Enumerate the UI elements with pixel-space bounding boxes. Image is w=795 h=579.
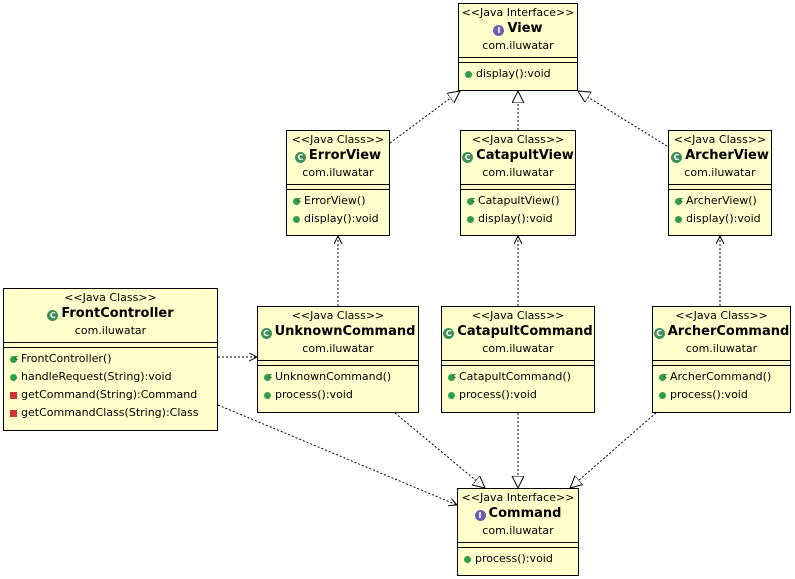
constructor-icon: c (675, 196, 683, 205)
class-icon: C (260, 328, 272, 339)
edge-unknowncommand-realizes-command (394, 412, 485, 488)
operation: CatapultView() (478, 194, 560, 207)
public-method-icon (293, 215, 300, 223)
stereotype: <<Java Class>> (291, 133, 385, 146)
class-name: ArcherView (685, 148, 769, 163)
edge-frontcontroller-uses-command (217, 404, 457, 505)
package-label: com.iluwatar (482, 524, 554, 537)
edge-archerview-realizes-view (578, 91, 668, 147)
operation: ArcherCommand() (670, 370, 772, 383)
operation: process():void (459, 388, 537, 401)
class-name: View (507, 21, 543, 36)
constructor-icon: c (10, 354, 18, 363)
operation: CatapultCommand() (459, 370, 571, 383)
constructor-icon: c (659, 372, 667, 381)
operation: display():void (304, 212, 379, 225)
package-label: com.iluwatar (302, 166, 374, 179)
public-method-icon (448, 391, 455, 399)
public-method-icon (10, 373, 17, 381)
constructor-icon: c (264, 372, 272, 381)
package-label: com.iluwatar (74, 324, 147, 337)
operation: getCommand(String):Command (21, 388, 198, 401)
package-label: com.iluwatar (482, 166, 554, 179)
operation: display():void (476, 67, 551, 80)
operation: UnknownCommand() (275, 370, 392, 383)
public-method-icon (465, 70, 472, 78)
class-name: FrontController (61, 306, 174, 321)
public-method-icon (675, 215, 682, 223)
class-icon: C (443, 328, 455, 339)
interface-icon: I (493, 25, 505, 36)
package-label: com.iluwatar (482, 342, 554, 355)
class-name: ErrorView (308, 148, 382, 163)
interface-icon: I (474, 510, 486, 521)
stereotype: <<Java Class>> (291, 309, 385, 322)
operation: ErrorView() (304, 194, 366, 207)
operation: handleRequest(String):void (21, 370, 172, 383)
operation: process():void (275, 388, 353, 401)
stereotype: <<Java Class>> (675, 309, 768, 322)
class-icon: C (294, 152, 306, 163)
class-name: UnknownCommand (274, 324, 416, 339)
public-method-icon (467, 215, 474, 223)
package-label: com.iluwatar (684, 166, 756, 179)
operation: getCommandClass(String):Class (21, 406, 199, 419)
package-label: com.iluwatar (482, 39, 554, 52)
stereotype: <<Java Interface>> (461, 491, 575, 504)
operation: display():void (686, 212, 761, 225)
class-name: Command (488, 506, 562, 521)
edge-errorview-realizes-view (389, 91, 460, 144)
public-method-icon (464, 555, 471, 563)
class-name: CatapultCommand (457, 324, 593, 339)
operation: display():void (478, 212, 553, 225)
constructor-icon: c (448, 372, 456, 381)
stereotype: <<Java Class>> (673, 133, 767, 146)
package-label: com.iluwatar (685, 342, 758, 355)
edge-archercommand-realizes-command (570, 404, 666, 488)
package-label: com.iluwatar (302, 342, 374, 355)
private-method-icon (10, 391, 17, 399)
operation: ArcherView() (686, 194, 757, 207)
public-method-icon (264, 391, 271, 399)
public-method-icon (659, 391, 666, 399)
private-method-icon (10, 409, 17, 417)
operation: process():void (670, 388, 748, 401)
class-icon: C (462, 152, 474, 163)
class-name: ArcherCommand (667, 324, 790, 339)
class-icon: C (653, 328, 665, 339)
operation: FrontController() (21, 352, 112, 365)
constructor-icon: c (293, 196, 301, 205)
stereotype: <<Java Class>> (471, 309, 565, 322)
stereotype: <<Java Class>> (64, 291, 157, 304)
class-icon: C (47, 310, 59, 321)
operation: process():void (475, 552, 553, 565)
stereotype: <<Java Class>> (471, 133, 565, 146)
constructor-icon: c (467, 196, 475, 205)
stereotype: <<Java Interface>> (461, 6, 575, 19)
class-name: CatapultView (476, 148, 574, 163)
class-icon: C (671, 152, 683, 163)
